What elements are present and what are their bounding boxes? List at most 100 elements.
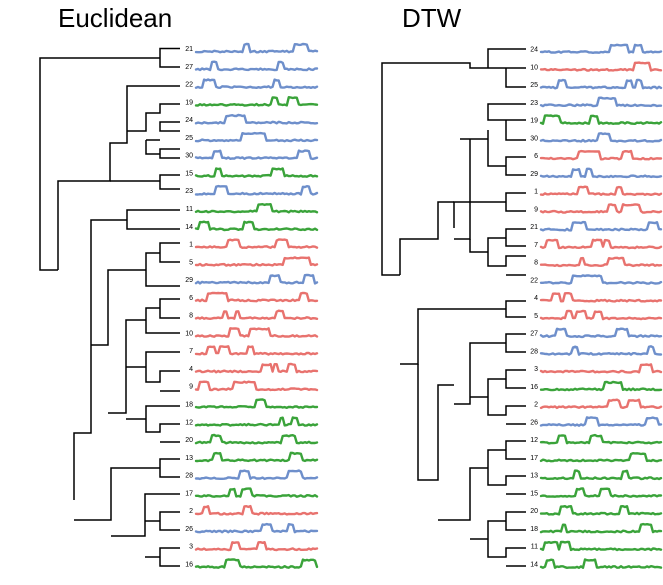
dtw-panel: DTW 241025231930629192178224527283162261… [381, 3, 663, 569]
leaf-series-blue [194, 184, 319, 196]
leaf-label: 27 [185, 64, 193, 71]
leaf-series-green [539, 522, 663, 534]
leaf-series-green [194, 451, 319, 463]
leaf-label: 24 [530, 47, 538, 54]
leaf-label: 16 [185, 562, 193, 569]
leaf-series-red [194, 541, 319, 552]
dendrogram-branch [454, 333, 526, 405]
dendrogram-branch [39, 47, 180, 271]
leaf-label: 7 [189, 348, 193, 355]
leaf-label: 24 [185, 117, 193, 124]
leaf-series-blue [194, 469, 319, 481]
leaf-series-red [539, 363, 663, 374]
leaf-label: 14 [185, 224, 193, 231]
dendrogram-branch [108, 298, 180, 414]
leaf-label: 16 [530, 384, 538, 391]
leaf-label: 15 [185, 170, 193, 177]
leaf-series-green [539, 505, 663, 516]
euclidean-panel: Euclidean 212722192425301523111415296810… [39, 3, 319, 569]
dendrogram-branch [127, 103, 180, 132]
leaf-series-red [194, 362, 319, 374]
leaf-label: 17 [185, 490, 193, 497]
dendrogram-branch [145, 547, 180, 567]
leaf-label: 22 [530, 277, 538, 284]
leaf-label: 27 [530, 331, 538, 338]
leaf-label: 25 [185, 135, 193, 142]
dendrogram-branch [146, 121, 180, 141]
leaf-series-blue [194, 42, 319, 54]
leaf-label: 30 [185, 153, 193, 160]
leaf-label: 2 [534, 402, 538, 409]
leaf-series-red [539, 398, 663, 410]
leaf-label: 1 [534, 189, 538, 196]
panel-title-dtw: DTW [402, 3, 462, 33]
dendrogram-branch [381, 48, 526, 276]
leaf-series-blue [194, 78, 319, 89]
leaf-series-blue [194, 149, 319, 161]
leaf-label: 29 [530, 171, 538, 178]
leaf-label: 8 [189, 313, 193, 320]
leaf-label: 2 [189, 508, 193, 515]
leaf-label: 26 [185, 526, 193, 533]
leaf-label: 20 [185, 437, 193, 444]
dendrogram-branch [73, 209, 180, 500]
dendrogram-branch [438, 440, 526, 521]
leaf-series-green [194, 433, 319, 445]
leaf-series-red [539, 149, 663, 161]
leaf-label: 23 [185, 188, 193, 195]
leaf-label: 17 [530, 455, 538, 462]
leaf-series-green [194, 220, 319, 232]
leaf-series-blue [539, 416, 663, 427]
dendrogram-branch [470, 511, 526, 567]
leaf-label: 29 [185, 277, 193, 284]
leaf-label: 14 [530, 562, 538, 569]
leaf-series-green [194, 558, 319, 569]
leaf-series-red [539, 292, 663, 303]
dendrogram-branch [145, 511, 180, 531]
leaf-series-red [194, 504, 319, 516]
leaf-series-red [194, 291, 319, 303]
leaf-series-red [194, 345, 319, 356]
dendrogram-branch [57, 85, 180, 270]
leaf-label: 1 [189, 242, 193, 249]
leaf-label: 6 [189, 295, 193, 302]
leaf-series-green [539, 452, 663, 463]
leaf-label: 19 [185, 99, 193, 106]
leaf-label: 19 [530, 118, 538, 125]
leaf-label: 13 [185, 455, 193, 462]
dendrogram-branch [487, 103, 526, 141]
dendrogram-branch [145, 140, 180, 159]
leaf-series-green [539, 469, 663, 481]
dendrogram-branch [400, 300, 526, 365]
leaf-series-blue [539, 167, 663, 179]
leaf-series-green [539, 433, 663, 445]
leaf-series-red [539, 61, 663, 72]
leaf-series-red [539, 238, 663, 250]
dendrogram-branch [74, 458, 180, 521]
dendrogram-branch [126, 405, 180, 443]
leaf-series-blue [539, 274, 663, 285]
leaf-label: 22 [185, 82, 193, 89]
leaf-series-blue [194, 113, 319, 125]
panel-title-euclidean: Euclidean [58, 3, 172, 33]
leaf-series-blue [539, 96, 663, 108]
leaf-series-blue [194, 522, 319, 534]
leaf-series-blue [539, 220, 663, 232]
leaf-label: 20 [530, 508, 538, 515]
leaf-series-green [539, 558, 663, 569]
leaf-label: 9 [534, 206, 538, 213]
leaf-series-red [194, 380, 319, 392]
leaf-label: 8 [534, 260, 538, 267]
leaf-series-blue [539, 345, 663, 356]
leaf-label: 13 [530, 473, 538, 480]
leaf-series-green [539, 487, 663, 498]
leaf-label: 10 [185, 330, 193, 337]
leaf-series-blue [194, 60, 319, 72]
dendrogram-branch [110, 174, 180, 190]
leaf-label: 3 [189, 544, 193, 551]
leaf-label: 18 [185, 402, 193, 409]
dendrogram-branch [126, 351, 180, 392]
leaf-series-red [539, 256, 663, 268]
leaf-series-blue [194, 131, 319, 143]
